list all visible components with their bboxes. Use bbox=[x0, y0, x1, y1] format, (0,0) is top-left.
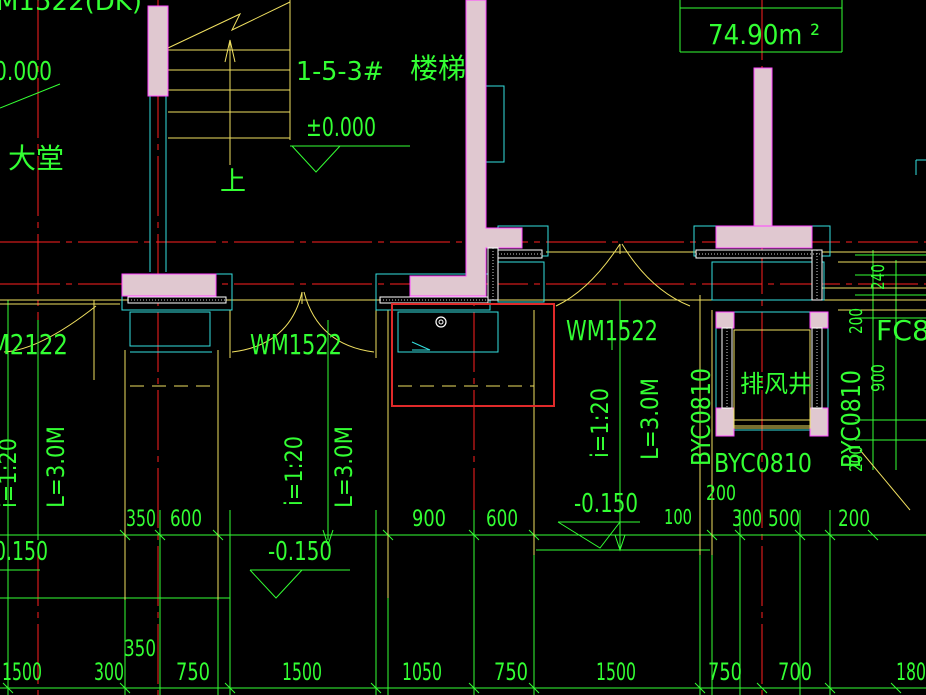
dim-vertical-200b: 200 bbox=[846, 446, 867, 472]
length-label-1: L=3.0M bbox=[42, 426, 70, 508]
dim-350b: 350 bbox=[124, 637, 156, 662]
walls bbox=[121, 0, 829, 437]
dim-600b: 600 bbox=[486, 507, 518, 532]
length-label-3: L=3.0M bbox=[636, 378, 664, 460]
slope-label-2: i=1:20 bbox=[280, 436, 308, 506]
vent-label-a: BYC0810 bbox=[687, 368, 717, 466]
dim-600a: 600 bbox=[170, 507, 202, 532]
door-label-left: M2122 bbox=[0, 328, 68, 361]
dim-300: 300 bbox=[732, 507, 762, 532]
length-label-2: L=3.0M bbox=[330, 426, 358, 508]
door-label-top-left: M1522(DK) bbox=[0, 0, 142, 17]
dim-vertical-240: 240 bbox=[868, 264, 889, 290]
dim-bottom-1050: 1050 bbox=[402, 658, 442, 686]
slope-arrows bbox=[37, 300, 626, 552]
dim-900: 900 bbox=[412, 507, 446, 532]
elevation-top-left: 0.000 bbox=[0, 57, 52, 87]
dim-100: 100 bbox=[664, 505, 692, 529]
dim-350: 350 bbox=[126, 507, 156, 532]
room-label-exhaust-shaft: 排风井 bbox=[740, 370, 812, 398]
stair-up-label: 上 bbox=[220, 167, 246, 197]
dim-bottom-750b: 750 bbox=[494, 658, 528, 686]
dim-bottom-300: 300 bbox=[94, 658, 124, 686]
stair-id-label: 1-5-3# bbox=[296, 57, 384, 87]
hatch-pattern bbox=[128, 248, 820, 408]
slope-label-3: i=1:20 bbox=[586, 388, 614, 458]
elevation-symbols bbox=[0, 83, 640, 599]
elevation-middle: -0.150 bbox=[268, 537, 332, 567]
dim-vertical-900: 900 bbox=[868, 364, 889, 392]
cyan-linework bbox=[121, 85, 926, 431]
room-label-stair: 楼梯 bbox=[410, 52, 466, 85]
window-label-fc: FC8 bbox=[876, 314, 926, 347]
highlight-box[interactable] bbox=[391, 303, 555, 407]
dim-bottom-1800: 1800 bbox=[896, 658, 926, 686]
door-label-middle: WM1522 bbox=[250, 328, 342, 361]
vent-label-b: BYC0810 bbox=[714, 449, 812, 479]
dim-bottom-1500c: 1500 bbox=[596, 658, 636, 686]
shaft-yellow-frame bbox=[733, 329, 811, 429]
elevation-left: 0.150 bbox=[0, 537, 48, 567]
dim-bottom-1500a: 1500 bbox=[2, 658, 42, 686]
area-label: 74.90m ² bbox=[708, 18, 820, 51]
dim-vertical-200a: 200 bbox=[846, 308, 867, 334]
dim-200a: 200 bbox=[706, 481, 736, 505]
dim-bottom-700: 700 bbox=[778, 658, 812, 686]
floor-drain-icon bbox=[435, 316, 447, 328]
slope-label-1: i=1:20 bbox=[0, 438, 22, 508]
elevation-right: -0.150 bbox=[574, 489, 638, 519]
room-label-lobby: 大堂 bbox=[8, 142, 64, 175]
dim-bottom-750a: 750 bbox=[176, 658, 210, 686]
dim-bottom-1500b: 1500 bbox=[282, 658, 322, 686]
door-label-right: WM1522 bbox=[566, 314, 658, 347]
stair-elevation: ±0.000 bbox=[306, 113, 376, 143]
vent-label-c: BYC0810 bbox=[837, 370, 867, 468]
dim-200b: 200 bbox=[838, 507, 870, 532]
dim-bottom-750c: 750 bbox=[708, 658, 742, 686]
dim-500: 500 bbox=[768, 507, 800, 532]
